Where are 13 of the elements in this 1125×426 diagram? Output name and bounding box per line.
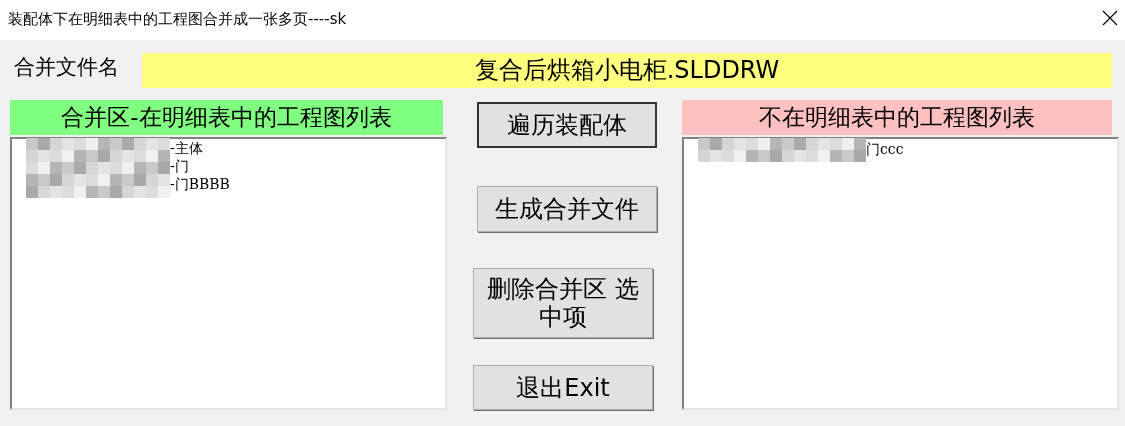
- file-name-field: 复合后烘箱小电柜.SLDDRW: [142, 53, 1112, 88]
- list-item: -门: [170, 158, 189, 175]
- list-item: -门BBBB: [170, 176, 230, 193]
- push-button: 生成合并文件: [477, 186, 657, 232]
- push-button: 遍历装配体: [477, 102, 657, 148]
- list-item: -主体: [170, 140, 203, 157]
- list-item: 门ccc: [866, 141, 904, 158]
- window-title: 装配体下在明细表中的工程图合并成一张多页----sk: [8, 9, 347, 30]
- list-header: 不在明细表中的工程图列表: [682, 100, 1112, 135]
- push-button: 退出Exit: [473, 365, 653, 410]
- field-label: 合并文件名: [14, 54, 119, 81]
- push-button: 删除合并区 选中项: [473, 268, 653, 338]
- list-header: 合并区-在明细表中的工程图列表: [10, 100, 443, 135]
